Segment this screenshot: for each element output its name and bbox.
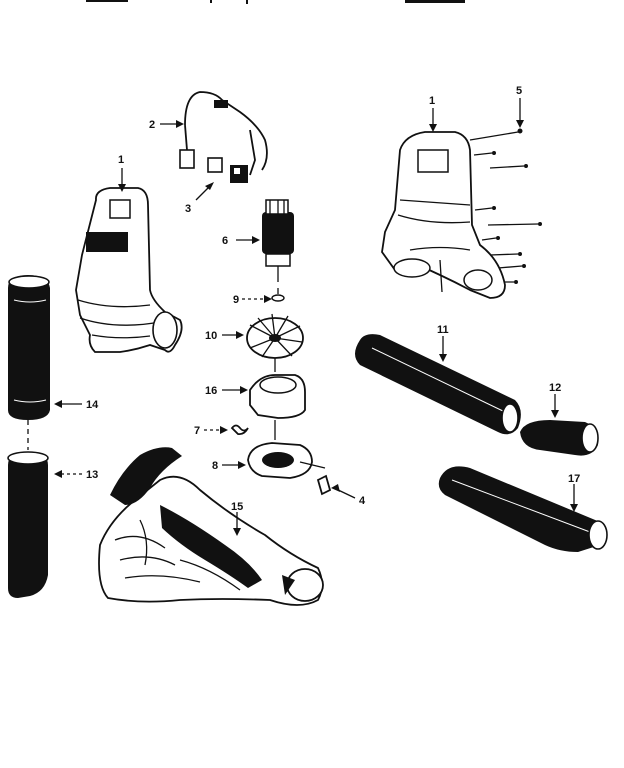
label-blower-tube: 11 [437, 324, 449, 336]
label-spring: 7 [194, 425, 200, 437]
adapter-part [249, 374, 306, 440]
housing-left-part [75, 187, 183, 353]
concentrator-part [438, 466, 608, 552]
label-screw: 5 [516, 85, 522, 97]
label-housing-right: 1 [429, 95, 435, 107]
washer-part [271, 288, 285, 302]
switch-part [207, 157, 248, 183]
impeller-part [246, 313, 304, 372]
clip-part [316, 474, 332, 496]
top-edge-marks [86, 0, 465, 4]
callout-labels: 1 2 3 5 1 6 9 10 16 7 8 4 11 12 17 14 13… [86, 85, 580, 513]
label-washer: 9 [233, 294, 239, 306]
lower-tube-part [7, 451, 49, 598]
leader-lines [54, 98, 578, 536]
upper-tube-part [8, 275, 50, 450]
label-bag: 15 [231, 501, 243, 513]
label-cord: 2 [149, 119, 155, 131]
housing-right-part [381, 131, 506, 299]
label-nozzle: 12 [549, 382, 561, 394]
label-lower-tube: 13 [86, 469, 98, 481]
cord-part [179, 91, 268, 176]
motor-part [262, 199, 294, 282]
blower-tube-part [355, 334, 521, 435]
spring-part [230, 424, 249, 436]
label-impeller-cover: 8 [212, 460, 218, 472]
label-impeller: 10 [205, 330, 217, 342]
label-motor: 6 [222, 235, 228, 247]
nozzle-part [520, 420, 599, 456]
impeller-cover-part [247, 442, 326, 479]
bag-part [98, 447, 324, 606]
screws-part [469, 128, 542, 284]
label-concentrator: 17 [568, 473, 580, 485]
label-upper-tube: 14 [86, 399, 99, 411]
label-housing-left: 1 [118, 154, 124, 166]
label-clip: 4 [359, 495, 366, 507]
label-adapter: 16 [205, 385, 217, 397]
label-switch: 3 [185, 203, 191, 215]
